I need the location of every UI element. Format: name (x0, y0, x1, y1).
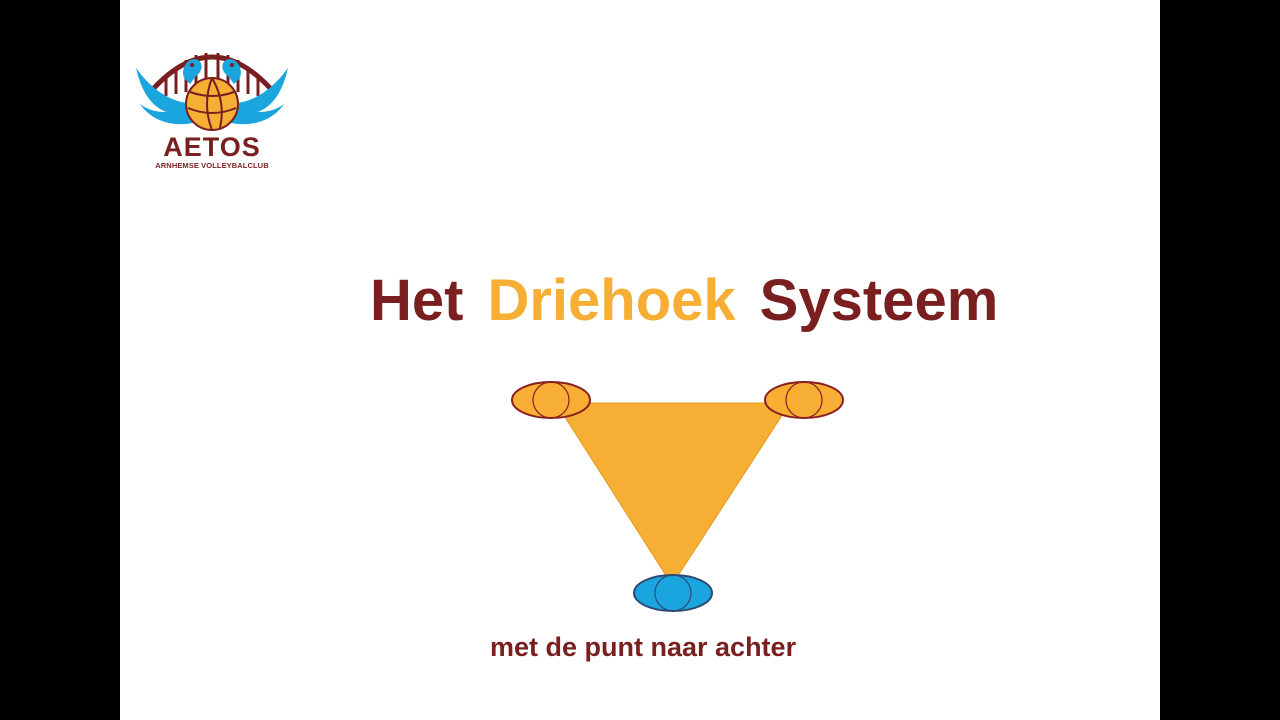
club-logo-name: AETOS (163, 132, 261, 162)
player-front-left (511, 381, 591, 419)
club-logo: AETOS ARNHEMSE VOLLEYBALCLUB (132, 38, 292, 174)
triangle-diagram (511, 381, 844, 612)
title-word-het: Het (370, 268, 464, 333)
title-word-systeem: Systeem (759, 268, 999, 333)
eagle-volleyball-emblem (136, 53, 288, 131)
player-front-right (764, 381, 844, 419)
title-word-driehoek: Driehoek (487, 268, 736, 333)
club-logo-subtitle: ARNHEMSE VOLLEYBALCLUB (155, 161, 269, 170)
player-back-point (633, 574, 713, 612)
diagram-subtitle: met de punt naar achter (490, 632, 797, 662)
triangle-shape (555, 402, 791, 586)
